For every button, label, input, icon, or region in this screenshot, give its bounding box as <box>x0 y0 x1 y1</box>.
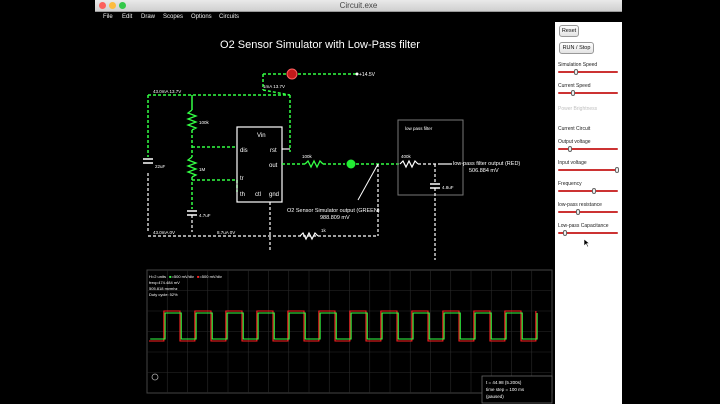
pin-rst: rst <box>270 148 277 154</box>
scope-duty: Duty cycle: 52% <box>149 292 178 297</box>
resistor-r3[interactable] <box>304 159 324 169</box>
pin-gnd: gnd <box>269 192 279 198</box>
scope-header-line: H=2 units ■=500 mV/div ■=500 mV/div <box>149 274 222 279</box>
c1-label: 22uF <box>155 164 166 169</box>
simulation-speed-label: Simulation Speed <box>558 62 598 68</box>
r2-label: 1M <box>199 167 206 172</box>
scope-legend-green-marker: ■ <box>169 274 172 279</box>
lowpass-output-label: low-pass filter output (RED) <box>453 161 520 167</box>
status-timestep: time step = 100 ms <box>486 387 525 392</box>
menu-bar: File Edit Draw Scopes Options Circuits <box>95 12 622 22</box>
menu-draw[interactable]: Draw <box>141 14 156 20</box>
top-wire[interactable] <box>148 89 291 152</box>
status-box: t = 44.98 (5.200s) time step = 100 ms (p… <box>481 375 553 404</box>
led-current-label: 1mA 13.7V <box>263 84 285 89</box>
menu-options[interactable]: Options <box>191 14 212 20</box>
scope-trace-red <box>149 310 537 342</box>
current-speed-slider[interactable] <box>558 90 618 96</box>
timer-555[interactable]: Vin dis rst out tr th ctl gnd <box>236 126 283 203</box>
pin-out: out <box>269 163 278 169</box>
minimize-window-icon[interactable] <box>109 2 116 9</box>
power-brightness-label: Power Brightness <box>558 106 598 112</box>
scope-vpp: 505.818 mvmhz <box>149 286 177 291</box>
left-wire[interactable] <box>143 95 153 232</box>
menu-scopes[interactable]: Scopes <box>163 14 184 20</box>
pin-dis: dis <box>240 148 248 154</box>
scope-freq: freq=474.484 mV <box>149 280 180 285</box>
scope-trace-green <box>150 312 538 340</box>
supply-label: +14.5V <box>359 72 376 78</box>
scope-settings-icon[interactable] <box>151 373 159 381</box>
window-title: Circuit.exe <box>339 1 378 10</box>
lowpass-resistance-slider[interactable] <box>558 209 618 215</box>
pin-vin: Vin <box>257 133 266 139</box>
r4-label: 400k <box>401 154 412 159</box>
scope-legend-green: =500 mV/div <box>172 274 194 279</box>
sensor-probe-green[interactable] <box>346 159 356 169</box>
control-sidebar: Reset RUN / Stop Simulation Speed Curren… <box>555 22 622 404</box>
current-speed-label: Current Speed <box>558 83 591 89</box>
frequency-slider[interactable] <box>558 188 618 194</box>
output-voltage-slider[interactable] <box>558 146 618 152</box>
circuit-title: O2 Sensor Simulator with Low-Pass filter <box>220 39 420 51</box>
pin-tr: tr <box>240 176 244 182</box>
c3-label: 4.8uF <box>442 185 454 190</box>
bottom-left-label: 43.0mA 0V <box>153 230 175 235</box>
resistor-r2[interactable] <box>186 156 198 178</box>
frequency-label: Frequency <box>558 181 582 187</box>
oscilloscope[interactable] <box>146 269 553 394</box>
close-window-icon[interactable] <box>99 2 106 9</box>
lowpass-resistance-label: low-pass resistance <box>558 202 602 208</box>
maximize-window-icon[interactable] <box>119 2 126 9</box>
status-paused: (paused) <box>486 394 504 399</box>
top-current-label: 43.0mA 13.7V <box>153 89 181 94</box>
supply-rail[interactable] <box>262 68 359 90</box>
ground-wire[interactable] <box>148 202 378 250</box>
sensor-output-label: O2 Sensor Simulator output (GREEN) <box>287 208 380 214</box>
lowpass-output-value: 506.884 mV <box>469 168 499 174</box>
scope-grid <box>147 270 552 393</box>
mouse-cursor-icon <box>583 238 591 248</box>
menu-file[interactable]: File <box>103 14 113 20</box>
lowpass-box-label: low pass filter <box>405 126 433 131</box>
output-wire[interactable] <box>282 148 400 236</box>
pin-th: th <box>240 192 245 198</box>
status-time: t = 44.98 (5.200s) <box>486 380 522 385</box>
r3-label: 100k <box>302 154 313 159</box>
input-voltage-slider[interactable] <box>558 167 619 173</box>
sensor-output-value: 988.809 mV <box>320 215 350 221</box>
app-window: Circuit.exe File Edit Draw Scopes Option… <box>95 0 622 404</box>
menu-edit[interactable]: Edit <box>122 14 133 20</box>
input-voltage-label: Input voltage <box>558 160 587 166</box>
circuit-canvas[interactable]: O2 Sensor Simulator with Low-Pass filter… <box>95 22 555 404</box>
resistor-r5[interactable] <box>299 231 319 241</box>
scope-legend-red-marker: ■ <box>197 274 200 279</box>
current-circuit-label: Current Circuit <box>558 126 591 132</box>
scope-legend-red: =500 mV/div <box>199 274 221 279</box>
title-bar: Circuit.exe <box>95 0 622 12</box>
lowpass-capacitance-label: Low-pass Capacitance <box>558 223 609 229</box>
bottom-mid-label: 8.7uA 0V <box>217 230 235 235</box>
resistor-r1[interactable] <box>186 109 198 131</box>
scope-header: H=2 units <box>149 274 166 279</box>
lowpass-filter[interactable] <box>397 119 464 260</box>
lowpass-capacitance-slider[interactable] <box>558 230 618 236</box>
r1-label: 100k <box>199 120 210 125</box>
resistor-r4[interactable] <box>399 159 419 169</box>
resistor-column[interactable] <box>186 95 238 232</box>
menu-circuits[interactable]: Circuits <box>219 14 240 20</box>
run-stop-button[interactable]: RUN / Stop <box>559 42 594 54</box>
pin-ctl: ctl <box>255 192 261 198</box>
reset-button[interactable]: Reset <box>559 25 579 37</box>
output-voltage-label: Output voltage <box>558 139 591 145</box>
c2-label: 4.7uF <box>199 213 211 218</box>
r5-label: 1k <box>321 228 327 233</box>
simulation-speed-slider[interactable] <box>558 69 618 75</box>
led-indicator[interactable] <box>286 68 298 80</box>
